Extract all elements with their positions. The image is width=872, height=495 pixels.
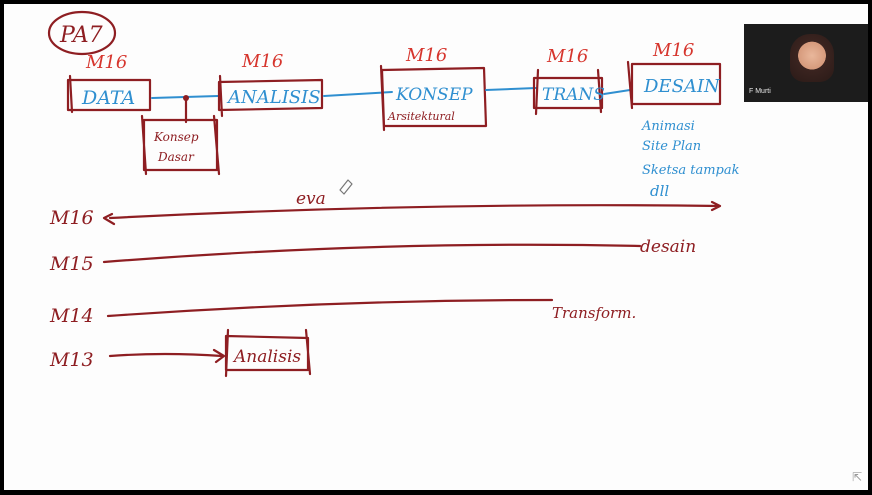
timeline-label-m13: M13 — [49, 349, 94, 371]
scroll-icon[interactable]: ⇱ — [851, 470, 862, 484]
timeline-note-eva: eva — [296, 189, 326, 209]
stage-label-desain: M16 — [652, 40, 694, 61]
desain-note-sketsa: Sketsa tampak — [642, 163, 740, 178]
konsep-dasar-line1: Konsep — [153, 130, 199, 144]
connector-konsep-trans — [485, 87, 537, 91]
timeline-line-m15 — [102, 243, 642, 264]
box-konsep-sub: Arsitektural — [387, 110, 455, 123]
box-konsep-dasar — [140, 114, 221, 176]
pen-cursor-icon — [339, 179, 353, 195]
title-text: PA7 — [59, 23, 103, 48]
stage-label-analisis: M16 — [241, 51, 283, 72]
title-circle — [47, 10, 117, 56]
desain-note-dll: dll — [650, 182, 669, 200]
connector-trans-desain — [603, 89, 631, 95]
stage-label-konsep: M16 — [405, 45, 447, 66]
timeline-note-transform: Transform. — [552, 304, 636, 322]
timeline-arrow-m13 — [108, 348, 226, 364]
stage-label-data: M16 — [85, 52, 127, 73]
participant-name: F Murti — [749, 88, 771, 95]
timeline-line-m14 — [106, 298, 554, 318]
box-analisis — [217, 74, 324, 118]
connector-dot — [183, 95, 189, 101]
timeline-note-analisis: Analisis — [232, 347, 301, 367]
konsep-dasar-line2: Dasar — [157, 150, 195, 164]
desain-note-siteplan: Site Plan — [642, 139, 701, 154]
participant-video-tile[interactable]: F Murti — [744, 24, 868, 102]
box-desain-label: DESAIN — [643, 76, 721, 97]
whiteboard-canvas[interactable]: PA7 M16 M16 M16 M16 M16 DATA Konsep Dasa… — [4, 4, 868, 490]
whiteboard-drawing: PA7 M16 M16 M16 M16 M16 DATA Konsep Dasa… — [47, 10, 740, 378]
box-desain — [626, 60, 722, 110]
timeline-arrow-m16 — [102, 200, 722, 226]
timeline-label-m16: M16 — [49, 207, 94, 229]
timeline-note-desain: desain — [640, 237, 696, 257]
desain-note-animasi: Animasi — [641, 119, 695, 134]
box-data — [66, 74, 152, 114]
box-konsep-label: KONSEP — [395, 85, 473, 105]
stage-label-trans: M16 — [546, 46, 588, 67]
box-data-label: DATA — [81, 87, 135, 109]
box-analisis-label: ANALISIS — [226, 87, 321, 108]
box-analisis-m13 — [224, 328, 312, 378]
box-trans-label: TRANS — [542, 85, 605, 105]
timeline-label-m14: M14 — [49, 305, 94, 327]
box-konsep — [379, 64, 488, 132]
participant-avatar — [790, 34, 834, 82]
box-trans — [532, 68, 604, 116]
timeline-label-m15: M15 — [49, 253, 94, 275]
connector-analisis-konsep — [323, 91, 393, 97]
